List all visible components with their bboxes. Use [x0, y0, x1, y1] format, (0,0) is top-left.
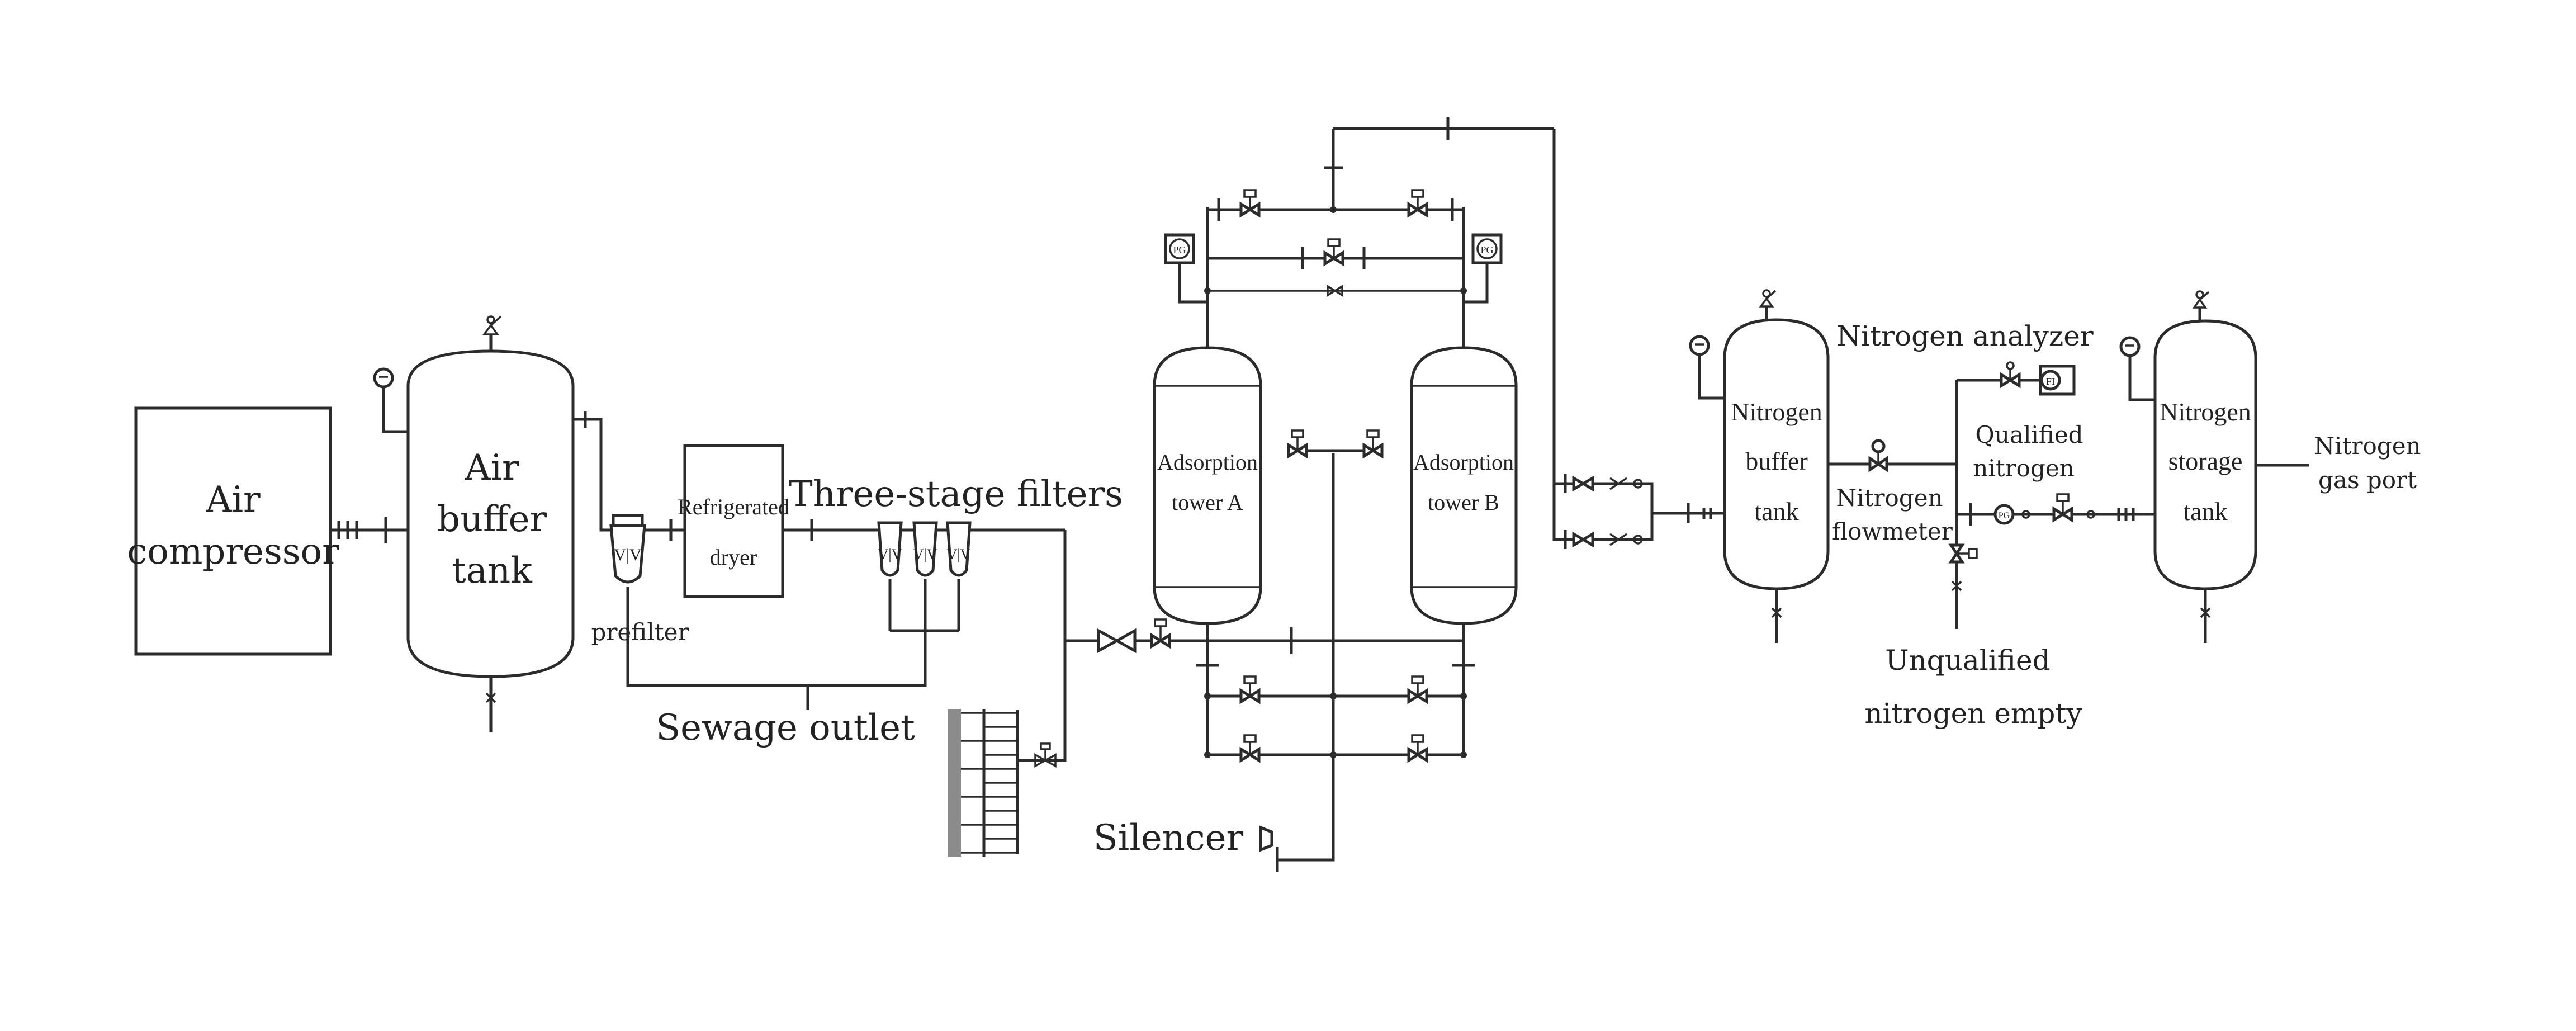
- refrigerated-dryer-label-1: Refrigerated: [678, 494, 789, 519]
- pressure-gauge-icon: [1689, 335, 1725, 400]
- adsorption-tower-a-label-1: Adsorption: [1157, 450, 1258, 475]
- air-compressor-label-1: Air: [205, 479, 261, 521]
- pneumatic-valve-icon: [1407, 675, 1428, 704]
- unqualified-nitrogen-label-1: Unqualified: [1885, 644, 2050, 677]
- pneumatic-valve-icon: [1239, 675, 1261, 704]
- pneumatic-valve-icon: [2052, 493, 2073, 523]
- prefilter: V|V: [609, 514, 646, 615]
- air-buffer-tank: [406, 349, 575, 678]
- pressure-gauge-icon: PG: [1464, 233, 1503, 304]
- nitrogen-storage-tank-label-1: Nitrogen: [2160, 398, 2251, 426]
- pressure-gauge-icon: PG: [1164, 233, 1208, 304]
- flow-indicator-tag: FI: [2046, 376, 2055, 387]
- flowmeter-icon: [1868, 439, 1888, 472]
- air-compressor-box: [134, 406, 332, 656]
- pneumatic-valve-icon: [2000, 361, 2021, 389]
- check-valve-icon: [1564, 530, 1643, 549]
- pneumatic-valve-icon: [1948, 543, 1978, 564]
- drain-valve-manifold: [948, 709, 1019, 857]
- qualified-nitrogen-label-2: nitrogen: [1973, 455, 2075, 482]
- nitrogen-storage-tank-label-2: storage: [2168, 447, 2243, 475]
- unqualified-nitrogen-label-2: nitrogen empty: [1864, 697, 2082, 730]
- pneumatic-valve-icon: [1407, 189, 1428, 218]
- adsorption-tower-b: [1410, 346, 1518, 625]
- pneumatic-valve-icon: [1287, 429, 1308, 459]
- nitrogen-gas-port-label-1: Nitrogen: [2314, 432, 2421, 460]
- adsorption-tower-b-label-1: Adsorption: [1413, 450, 1514, 475]
- nitrogen-storage-tank: [2153, 319, 2257, 590]
- check-valve-icon: [1327, 284, 1343, 297]
- pressure-gauge-icon: [2119, 336, 2155, 401]
- check-valve-icon: [337, 521, 358, 539]
- air-compressor-label-2: compressor: [127, 531, 339, 573]
- pressure-gauge-icon: [373, 367, 408, 433]
- pneumatic-valve-icon: [1362, 429, 1384, 459]
- pressure-gauge-tag: PG: [1480, 244, 1493, 256]
- drain-valve-icon: [1771, 607, 1782, 618]
- svg-text:V|V: V|V: [947, 546, 971, 562]
- nitrogen-storage-tank-label-3: tank: [2183, 497, 2227, 526]
- refrigerated-dryer: [683, 444, 784, 598]
- safety-valve-icon: [2192, 290, 2210, 321]
- drain-valve-icon: [1951, 580, 1962, 592]
- three-stage-filters: V|V V|V V|V: [877, 521, 972, 632]
- pneumatic-valve-icon: [1034, 742, 1057, 768]
- adsorption-tower-b-label-2: tower B: [1428, 490, 1499, 515]
- air-buffer-tank-label-3: tank: [452, 550, 533, 592]
- svg-text:V|V: V|V: [614, 546, 642, 564]
- pneumatic-valve-icon: [1239, 189, 1261, 218]
- nitrogen-flowmeter-label-2: flowmeter: [1832, 518, 1953, 545]
- silencer-icon: [1259, 825, 1273, 852]
- silencer-label: Silencer: [1093, 817, 1244, 859]
- pressure-gauge-icon: PG: [1986, 504, 2015, 525]
- three-stage-filters-label: Three-stage filters: [789, 474, 1123, 515]
- refrigerated-dryer-label-2: dryer: [710, 545, 757, 570]
- svg-text:V|V: V|V: [878, 546, 902, 562]
- prefilter-label: prefilter: [591, 618, 689, 646]
- pressure-gauge-tag: PG: [1999, 511, 2010, 521]
- adsorption-tower-a-label-2: tower A: [1172, 490, 1243, 515]
- drain-valve-icon: [485, 692, 496, 703]
- check-valve-icon: [1564, 474, 1643, 493]
- svg-text:V|V: V|V: [913, 546, 937, 562]
- air-buffer-tank-label-2: buffer: [437, 499, 547, 540]
- safety-valve-icon: [482, 315, 502, 351]
- pneumatic-valve-icon: [1239, 734, 1261, 763]
- nitrogen-gas-port-label-2: gas port: [2318, 466, 2417, 494]
- qualified-nitrogen-label-1: Qualified: [1975, 421, 2083, 448]
- drain-valve-icon: [2200, 607, 2211, 618]
- nitrogen-analyzer-label: Nitrogen analyzer: [1836, 320, 2094, 352]
- nitrogen-buffer-tank-label-1: Nitrogen: [1731, 398, 1822, 426]
- air-buffer-tank-label-1: Air: [464, 447, 519, 489]
- nitrogen-buffer-tank-label-2: buffer: [1745, 447, 1808, 475]
- pneumatic-valve-icon: [1407, 734, 1428, 763]
- safety-valve-icon: [1759, 289, 1777, 320]
- gate-valve-icon: [1097, 628, 1137, 654]
- pressure-gauge-tag: PG: [1173, 244, 1186, 256]
- sewage-outlet-label: Sewage outlet: [656, 707, 915, 749]
- nitrogen-flowmeter-label-1: Nitrogen: [1836, 484, 1943, 512]
- adsorption-tower-a: [1153, 346, 1262, 625]
- pneumatic-valve-icon: [1323, 238, 1344, 267]
- nitrogen-buffer-tank: [1723, 318, 1830, 590]
- pneumatic-valve-icon: [1150, 618, 1171, 649]
- nitrogen-buffer-tank-label-3: tank: [1754, 497, 1798, 526]
